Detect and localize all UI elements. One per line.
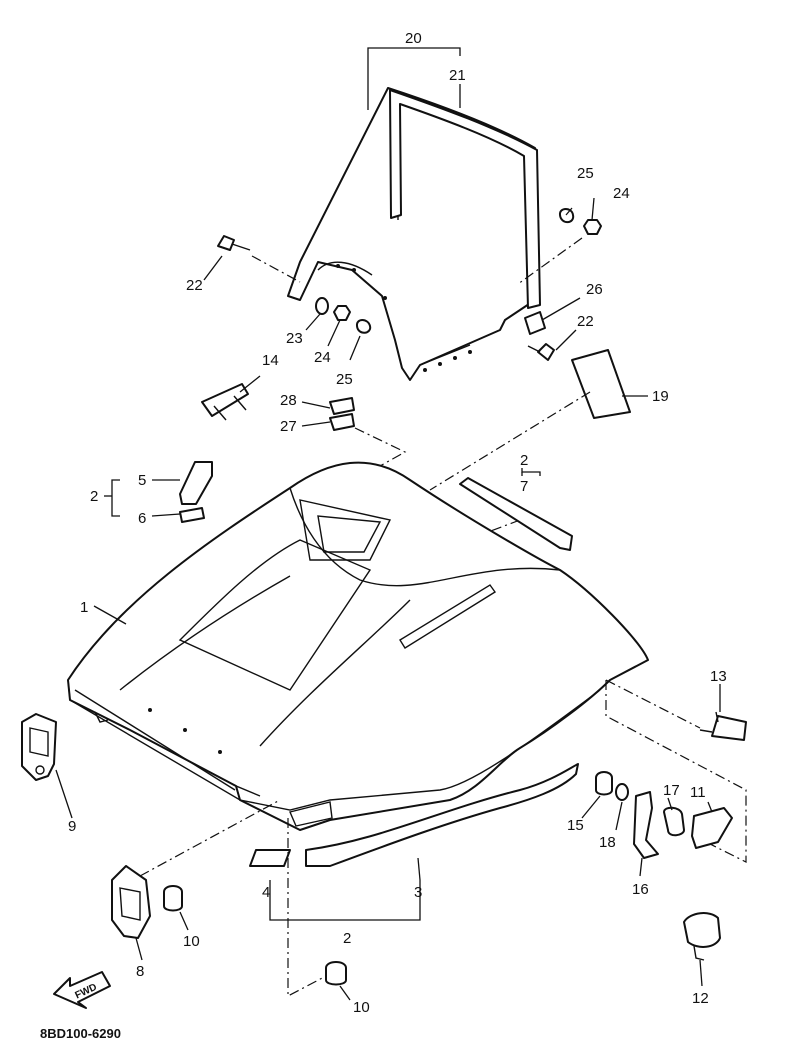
callout-26: 26 — [586, 281, 603, 298]
callout-25-left: 25 — [336, 371, 353, 388]
callout-22-left: 22 — [186, 277, 203, 294]
callout-24-right: 24 — [613, 185, 630, 202]
windshield-seal — [389, 89, 541, 309]
cap-25-right — [559, 208, 575, 224]
callout-17: 17 — [663, 782, 680, 799]
callout-21: 21 — [449, 67, 466, 84]
callout-5: 5 — [138, 472, 146, 489]
latch-9 — [21, 713, 57, 781]
leader-24-right — [517, 237, 583, 285]
callout-28: 28 — [280, 392, 297, 409]
callout-24-left: 24 — [314, 349, 331, 366]
callout-18: 18 — [599, 834, 616, 851]
pad-26 — [524, 311, 546, 335]
callout-10-upper: 10 — [183, 933, 200, 950]
callout-20: 20 — [405, 30, 422, 47]
grommet-10-upper — [163, 885, 183, 912]
callout-11: 11 — [690, 784, 706, 801]
callout-27: 27 — [280, 418, 297, 435]
knob-12 — [683, 912, 721, 961]
callout-19: 19 — [652, 388, 669, 405]
callout-9: 9 — [68, 818, 76, 835]
assembly-line-10 — [287, 818, 327, 997]
decal-19 — [571, 349, 631, 419]
forward-arrow-icon: FWD — [53, 971, 111, 1009]
bracket-14 — [201, 383, 249, 421]
callout-2-bottom: 2 — [343, 930, 351, 947]
hood — [67, 461, 649, 831]
assembly-line-19 — [429, 391, 591, 491]
assembly-line-windshield — [329, 427, 407, 495]
trim-3 — [305, 763, 579, 867]
callout-13: 13 — [710, 668, 727, 685]
callout-6: 6 — [138, 510, 146, 527]
bolt-22-right — [527, 343, 555, 361]
washer-23 — [315, 297, 329, 315]
pad-6 — [179, 507, 205, 523]
pad-5 — [179, 461, 213, 505]
bolt-22-left — [217, 235, 301, 283]
bracket-11 — [691, 807, 733, 849]
callout-14: 14 — [262, 352, 279, 369]
spacer-17 — [663, 806, 685, 837]
callout-8: 8 — [136, 963, 144, 980]
figure-code: 8BD100-6290 — [40, 1026, 121, 1041]
callout-25-right: 25 — [577, 165, 594, 182]
cap-25-left — [355, 319, 372, 334]
callout-leaders — [55, 47, 721, 1001]
pads-27-28 — [329, 397, 355, 431]
callout-3: 3 — [414, 884, 422, 901]
callout-2-top: 2 — [520, 452, 528, 469]
grommet-10-lower — [325, 961, 347, 986]
cap-15 — [595, 771, 613, 796]
pad-4 — [249, 849, 291, 867]
callout-22-right: 22 — [577, 313, 594, 330]
callout-15: 15 — [567, 817, 584, 834]
latch-8 — [111, 799, 281, 939]
callout-12: 12 — [692, 990, 709, 1007]
assembly-line-13 — [605, 679, 747, 863]
callout-1: 1 — [80, 599, 88, 616]
nut-24-left — [333, 305, 351, 321]
nut-24-right — [583, 219, 602, 235]
callout-4: 4 — [262, 884, 270, 901]
hinge-16 — [633, 791, 659, 859]
callout-labels: 20 21 25 24 22 23 24 25 26 22 19 14 28 2… — [68, 30, 727, 1016]
washer-18 — [615, 783, 629, 801]
callout-10-lower: 10 — [353, 999, 370, 1016]
bolt-13 — [699, 711, 747, 741]
strip-7 — [459, 477, 573, 551]
callout-7: 7 — [520, 478, 528, 495]
callout-2-left: 2 — [90, 488, 98, 505]
callout-16: 16 — [632, 881, 649, 898]
callout-23: 23 — [286, 330, 303, 347]
